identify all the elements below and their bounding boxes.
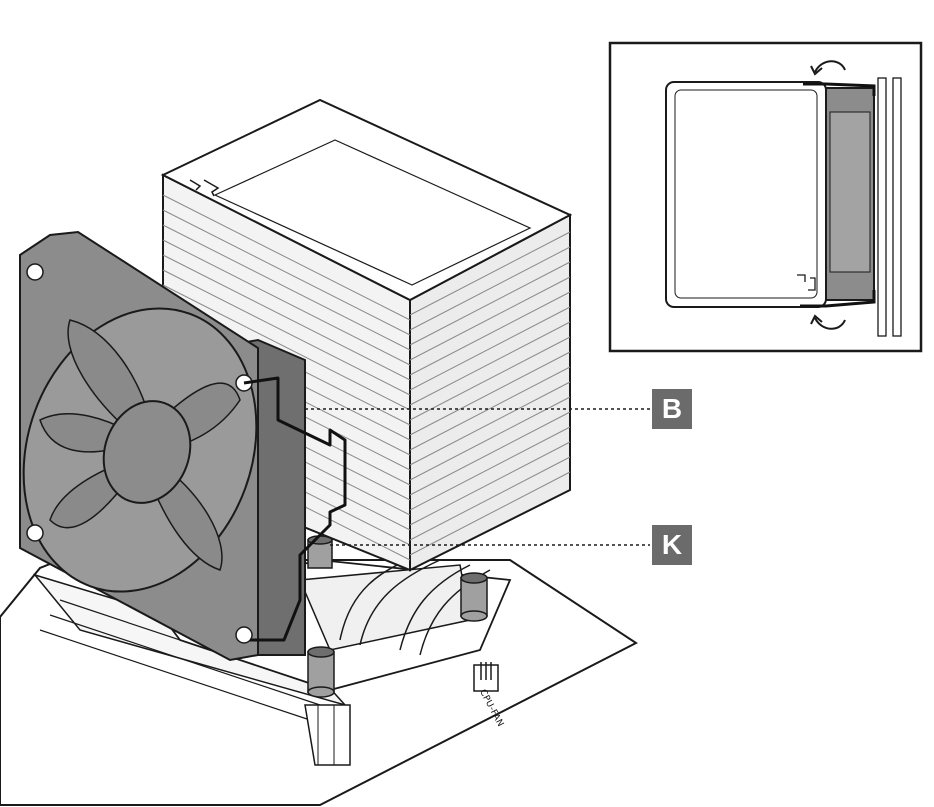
- callout-leaders: [305, 408, 650, 546]
- screw-front: [307, 646, 335, 698]
- inset-clip-top: [803, 82, 876, 96]
- fan-hub: [102, 400, 192, 504]
- rotate-arrow-icon: [810, 60, 846, 76]
- callout-k-label: K: [652, 525, 692, 565]
- rotate-arrow-icon: [810, 314, 846, 330]
- fan-clip-wire: [243, 376, 347, 642]
- fan-screw-hole: [26, 524, 44, 542]
- brand-logo-icon: [189, 179, 220, 197]
- inset-clip-bottom: [800, 290, 876, 308]
- cooling-fan: [19, 230, 306, 662]
- brand-logo-icon: [797, 274, 816, 291]
- inset-ram: [877, 77, 902, 337]
- screw-right: [460, 572, 488, 622]
- cpu-fan-header: [473, 662, 499, 692]
- fan-screw-hole: [26, 263, 44, 281]
- mounting-screws: [307, 535, 488, 698]
- inset-view: [608, 41, 923, 353]
- fan-screw-hole: [235, 626, 253, 644]
- callout-b-label: B: [652, 389, 692, 429]
- screw-back: [307, 535, 333, 569]
- heatsink-fins-side: [409, 231, 571, 556]
- inset-heatsink: [665, 81, 827, 308]
